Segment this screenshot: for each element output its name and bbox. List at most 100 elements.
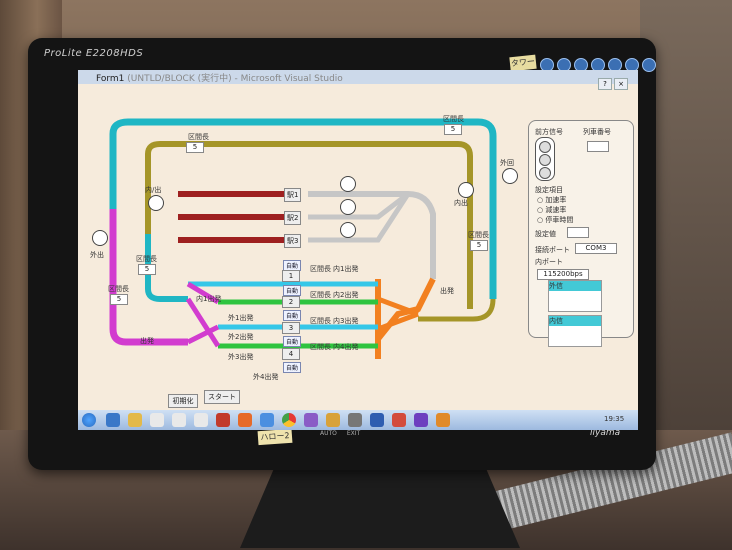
app-icon[interactable]	[348, 413, 362, 427]
row-3-label: 外2出発	[228, 333, 254, 341]
signal-icon[interactable]	[340, 222, 356, 238]
option-decel[interactable]: ○ 減速率	[537, 206, 567, 214]
section-length-label-lower: 区間長	[108, 285, 129, 293]
ie-icon[interactable]	[106, 413, 120, 427]
set-value-field[interactable]	[567, 227, 589, 238]
signal-icon[interactable]	[92, 230, 108, 246]
train-number-field[interactable]	[587, 141, 609, 152]
row-3-right-label: 区間長	[310, 317, 331, 325]
outer-list[interactable]: 外信	[548, 280, 602, 312]
signal-lamp-housing	[535, 137, 555, 181]
inner-gray-loop	[308, 191, 436, 279]
olive-loop-track	[145, 141, 473, 309]
app-icon[interactable]	[370, 413, 384, 427]
row-4-label: 外3出発	[228, 353, 254, 361]
auto-button[interactable]: 自動	[283, 285, 302, 296]
signal-icon[interactable]	[458, 182, 474, 198]
auto-button[interactable]: 自動	[283, 310, 302, 321]
row-1-inner-label: 内1出発	[333, 265, 359, 273]
window-controls: ?×	[596, 71, 628, 90]
section-length-value-right[interactable]: 5	[444, 124, 462, 135]
section-length-label-right: 区間長	[443, 115, 464, 123]
track-3-button[interactable]: 3	[282, 322, 300, 334]
signal-icon[interactable]	[340, 176, 356, 192]
train-number-label: 列車番号	[583, 128, 611, 136]
signal-icon[interactable]	[502, 168, 518, 184]
settings-title: 設定項目	[535, 186, 563, 194]
app-icon[interactable]	[436, 413, 450, 427]
track-1-button[interactable]: 1	[282, 270, 300, 282]
monitor-tag: ハロー2	[257, 428, 293, 446]
auto-button[interactable]: 自動	[283, 336, 302, 347]
signal-icon[interactable]	[340, 199, 356, 215]
option-stop-time[interactable]: ○ 停車時間	[537, 216, 574, 224]
right-return-track	[418, 298, 496, 322]
station-3-button[interactable]: 駅3	[284, 234, 302, 248]
inner-list-header: 内信	[549, 316, 601, 326]
app-icon[interactable]	[150, 413, 164, 427]
track-2-button[interactable]: 2	[282, 296, 300, 308]
row-2-label: 外1出発	[228, 314, 254, 322]
left-cyan-track	[145, 234, 188, 302]
track-diagram	[109, 118, 497, 359]
exit-button[interactable]: EXIT	[346, 430, 361, 437]
lamp-icon	[539, 141, 551, 153]
app-icon[interactable]	[326, 413, 340, 427]
chrome-icon[interactable]	[282, 413, 296, 427]
app-icon[interactable]	[392, 413, 406, 427]
section-length-value[interactable]: 5	[186, 142, 204, 153]
row-1-label: 内1出発	[196, 295, 222, 303]
row-2-inner-label: 内2出発	[333, 291, 359, 299]
monitor-hardware-buttons[interactable]: AUTO EXIT	[320, 430, 370, 437]
tray-icon[interactable]	[642, 58, 656, 72]
auto-button[interactable]: 自動	[283, 362, 302, 373]
com-label: 接続ポート	[535, 246, 570, 254]
section-length-value-lower[interactable]: 5	[110, 294, 128, 305]
outer-list-header: 外信	[549, 281, 601, 291]
inner-list[interactable]: 内信	[548, 315, 602, 347]
bezel-sticker: タワー	[509, 54, 537, 72]
app-icon[interactable]	[304, 413, 318, 427]
lamp-icon	[539, 154, 551, 166]
track-4-button[interactable]: 4	[282, 348, 300, 360]
visual-studio-icon[interactable]	[414, 413, 428, 427]
outer-return-label: 外回	[500, 159, 514, 167]
row-1-right-label: 区間長	[310, 265, 331, 273]
section-length-value-left[interactable]: 5	[138, 264, 156, 275]
option-accel[interactable]: ○ 加速率	[537, 196, 567, 204]
inner-exit-label: 内/出	[145, 186, 162, 194]
row-3-inner-label: 内3出発	[333, 317, 359, 325]
app-icon[interactable]	[216, 413, 230, 427]
init-button[interactable]: 初期化	[168, 394, 198, 408]
forward-signal-label: 前方信号	[535, 128, 563, 136]
com-select[interactable]: COM3	[575, 243, 617, 254]
section-length-value-right-lower[interactable]: 5	[470, 240, 488, 251]
monitor-logo: iiyama	[590, 428, 621, 438]
app-icon[interactable]	[194, 413, 208, 427]
station-2-button[interactable]: 駅2	[284, 211, 302, 225]
close-button[interactable]: ×	[614, 78, 628, 90]
baud-select[interactable]: 115200bps	[537, 269, 589, 280]
app-icon[interactable]	[172, 413, 186, 427]
monitor-brand: ProLite E2208HDS	[44, 48, 144, 59]
folder-icon[interactable]	[128, 413, 142, 427]
app-icon[interactable]	[260, 413, 274, 427]
signal-icon[interactable]	[148, 195, 164, 211]
auto-button[interactable]: AUTO	[320, 430, 337, 437]
taskbar: 19:35	[78, 410, 638, 430]
taskbar-clock: 19:35	[604, 415, 625, 423]
outer-loop-track	[109, 118, 497, 299]
screen: Form1 (UNTLD/BLOCK (実行中) - Microsoft Vis…	[78, 70, 638, 430]
set-value-label: 設定値	[535, 230, 556, 238]
station-1-button[interactable]: 駅1	[284, 188, 302, 202]
start-button[interactable]: スタート	[204, 390, 240, 404]
help-button[interactable]: ?	[598, 78, 612, 90]
magenta-track	[109, 209, 188, 346]
window-title: Form1 (UNTLD/BLOCK (実行中) - Microsoft Vis…	[96, 74, 343, 84]
app-icon[interactable]	[238, 413, 252, 427]
section-length-label: 区間長	[188, 133, 209, 141]
section-length-label-left: 区間長	[136, 255, 157, 263]
row-5-label: 外4出発	[253, 373, 279, 381]
exit-label: 出発	[140, 337, 154, 345]
start-orb-icon[interactable]	[82, 413, 96, 427]
